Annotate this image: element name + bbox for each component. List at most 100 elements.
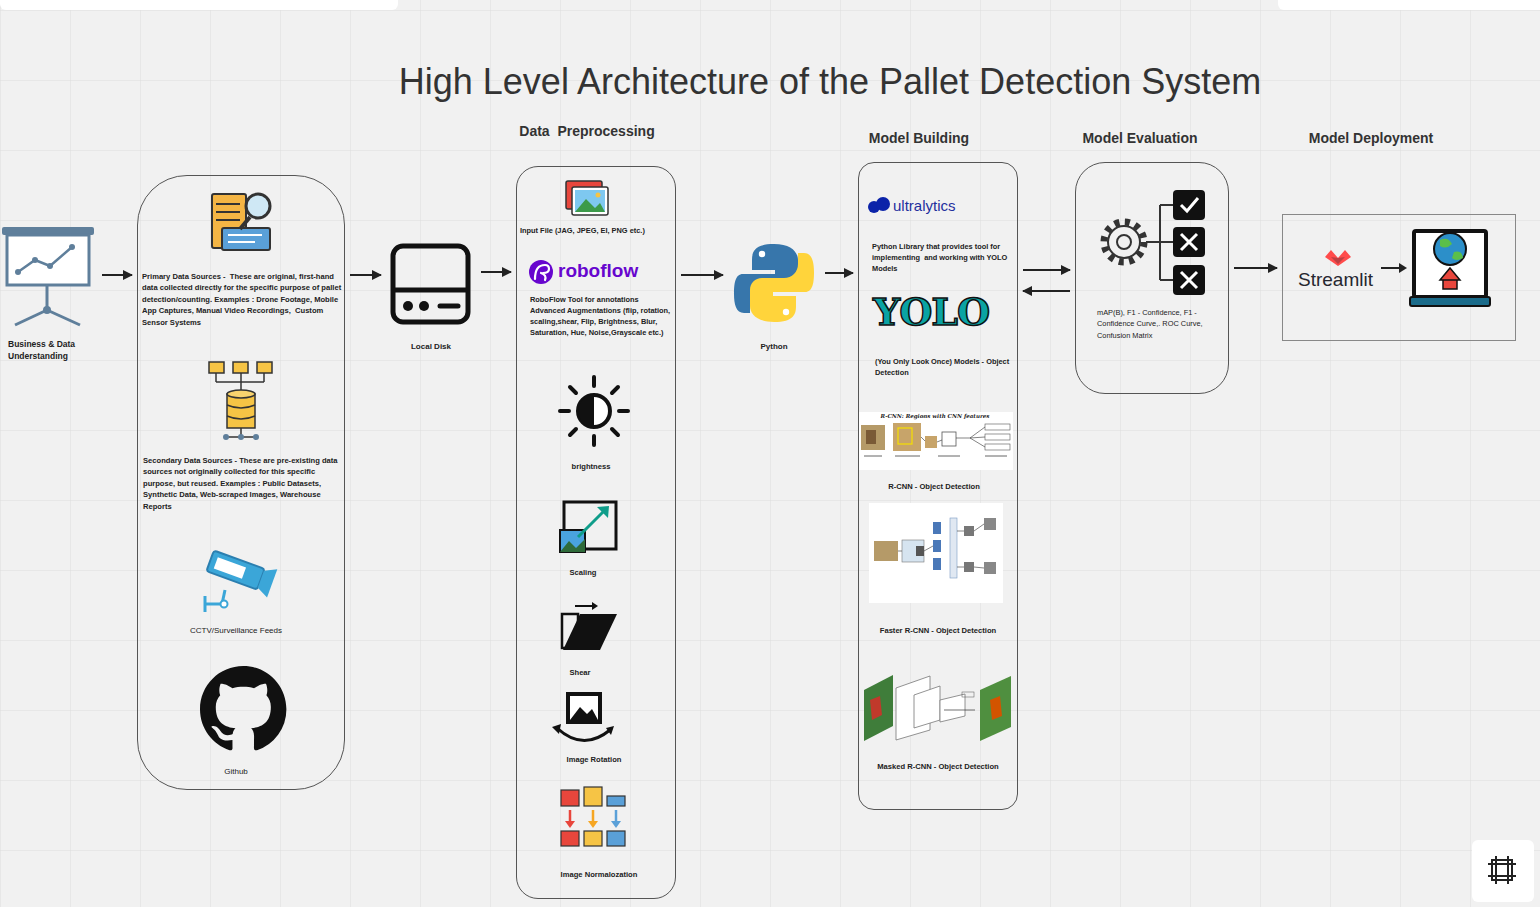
stage-label: Python: [728, 341, 820, 353]
icon-caption: Image Normalozation: [539, 869, 659, 880]
rcnn-figure: [985, 444, 1010, 450]
faster-rcnn-figure: [964, 526, 974, 536]
presentation-icon: [47, 310, 80, 325]
stage-node: Local Disk: [386, 238, 476, 358]
rotation-icon: [570, 707, 598, 720]
data-source-icon: [222, 228, 270, 250]
flow-arrow: [1234, 267, 1277, 269]
toolbar-button: [1472, 840, 1534, 902]
database-icon: [233, 362, 248, 373]
deployment-box: Model DeploymentStreamlit: [1282, 214, 1516, 341]
rotation-icon: [557, 728, 610, 741]
mask-rcnn-figure: [864, 675, 893, 741]
scaling-icon: [560, 539, 585, 552]
faster-rcnn-figure: [984, 562, 996, 574]
python-logo: [783, 309, 789, 315]
brightness-icon: [578, 395, 594, 427]
faster-rcnn-figure: [933, 540, 941, 552]
normalization-icon: [561, 787, 625, 846]
laptop-icon: [1410, 231, 1490, 306]
roboflow-logo: [529, 260, 553, 284]
data-source-icon: [216, 219, 240, 221]
normalization-icon: [607, 831, 625, 846]
evaluation-icon: [1104, 190, 1205, 295]
disk-icon: [440, 304, 458, 309]
rcnn-figure: [861, 425, 885, 450]
faster-rcnn-figure: [933, 558, 941, 570]
evaluation-panel: Model EvaluationmAP(B), F1 - Confidence,…: [1075, 162, 1229, 394]
database-icon: [257, 362, 272, 373]
figure-caption: R-CNN: Regions with CNN features: [860, 413, 1010, 420]
icon-caption: Masked R-CNN - Object Detection: [861, 761, 1015, 772]
laptop-icon: [1440, 268, 1460, 280]
evaluation-icon: [1173, 190, 1205, 220]
toolbar-button: [1472, 840, 1534, 902]
evaluation-icon: [1108, 226, 1140, 258]
normalization-icon: [565, 821, 575, 828]
brightness-icon: [560, 377, 628, 445]
rcnn-figure: [942, 432, 956, 446]
description-text: Secondary Data Sources - These are pre-e…: [143, 455, 343, 512]
stage-node: Business & Data Understanding: [2, 222, 97, 370]
rcnn-figure: [985, 434, 1010, 440]
database-icon: [209, 362, 272, 440]
data-source-panel: Primary Data Sources - These are origina…: [137, 175, 345, 790]
flow-arrow: [681, 274, 723, 276]
icon-caption: CCTV/Surveillance Feeds: [161, 625, 311, 637]
flow-arrow: [1023, 269, 1070, 271]
cctv-icon: [206, 550, 264, 589]
data-source-icon: [228, 241, 255, 243]
brightness-icon: [570, 387, 576, 393]
normalization-icon: [592, 810, 595, 822]
database-icon: [209, 362, 224, 373]
ultralytics-logo: [876, 197, 890, 211]
data-source-icon: [216, 203, 240, 205]
normalization-icon: [615, 810, 618, 822]
evaluation-icon: [1146, 241, 1160, 243]
brightness-icon: [592, 377, 596, 386]
faster-rcnn-figure: [869, 503, 1003, 603]
preprocessing-panel: Data PreprocessingInput File (JAG, JPEG,…: [516, 166, 676, 899]
rotation-icon: [552, 724, 561, 734]
normalization-icon: [607, 796, 625, 806]
mask-rcnn-figure: [864, 675, 1011, 741]
faster-rcnn-figure: [902, 540, 924, 562]
evaluation-icon: [1181, 198, 1198, 211]
normalization-icon: [561, 790, 579, 806]
deploy-arrow: [1399, 263, 1407, 273]
laptop-icon: [1414, 231, 1486, 297]
rcnn-figure: [893, 423, 921, 451]
evaluation-icon: [1104, 222, 1144, 262]
shear-icon: [562, 602, 617, 650]
data-source-icon: [240, 217, 250, 229]
rcnn-figure: [970, 427, 985, 438]
evaluation-icon: [1181, 234, 1197, 250]
presentation-icon: [7, 235, 89, 285]
data-source-icon: [246, 194, 270, 218]
rcnn-figure: [956, 438, 970, 439]
faster-rcnn-figure: [964, 562, 974, 572]
disk-icon: [393, 246, 468, 322]
cctv-icon: [214, 557, 246, 579]
database-icon: [227, 390, 255, 398]
mask-rcnn-figure: [914, 686, 940, 728]
brightness-icon: [612, 429, 618, 435]
python-logo: [750, 253, 814, 322]
flow-arrow: [350, 274, 381, 276]
faster-rcnn-figure: [984, 518, 996, 530]
icon-caption: Shear: [530, 667, 630, 678]
streamlit-logo: [1325, 250, 1351, 266]
mask-rcnn-figure: [870, 696, 882, 720]
database-icon: [215, 373, 217, 382]
brightness-icon: [578, 395, 610, 427]
diagram-title: High Level Architecture of the Pallet De…: [330, 60, 1330, 103]
presentation-icon: [43, 306, 51, 314]
database-icon: [240, 373, 242, 392]
description-text: (You Only Look Once) Models - Object Det…: [875, 356, 1015, 378]
faster-rcnn-figure: [874, 541, 898, 561]
rotation-icon: [552, 692, 614, 741]
rotation-icon: [606, 726, 614, 735]
mask-rcnn-figure: [990, 696, 1002, 720]
